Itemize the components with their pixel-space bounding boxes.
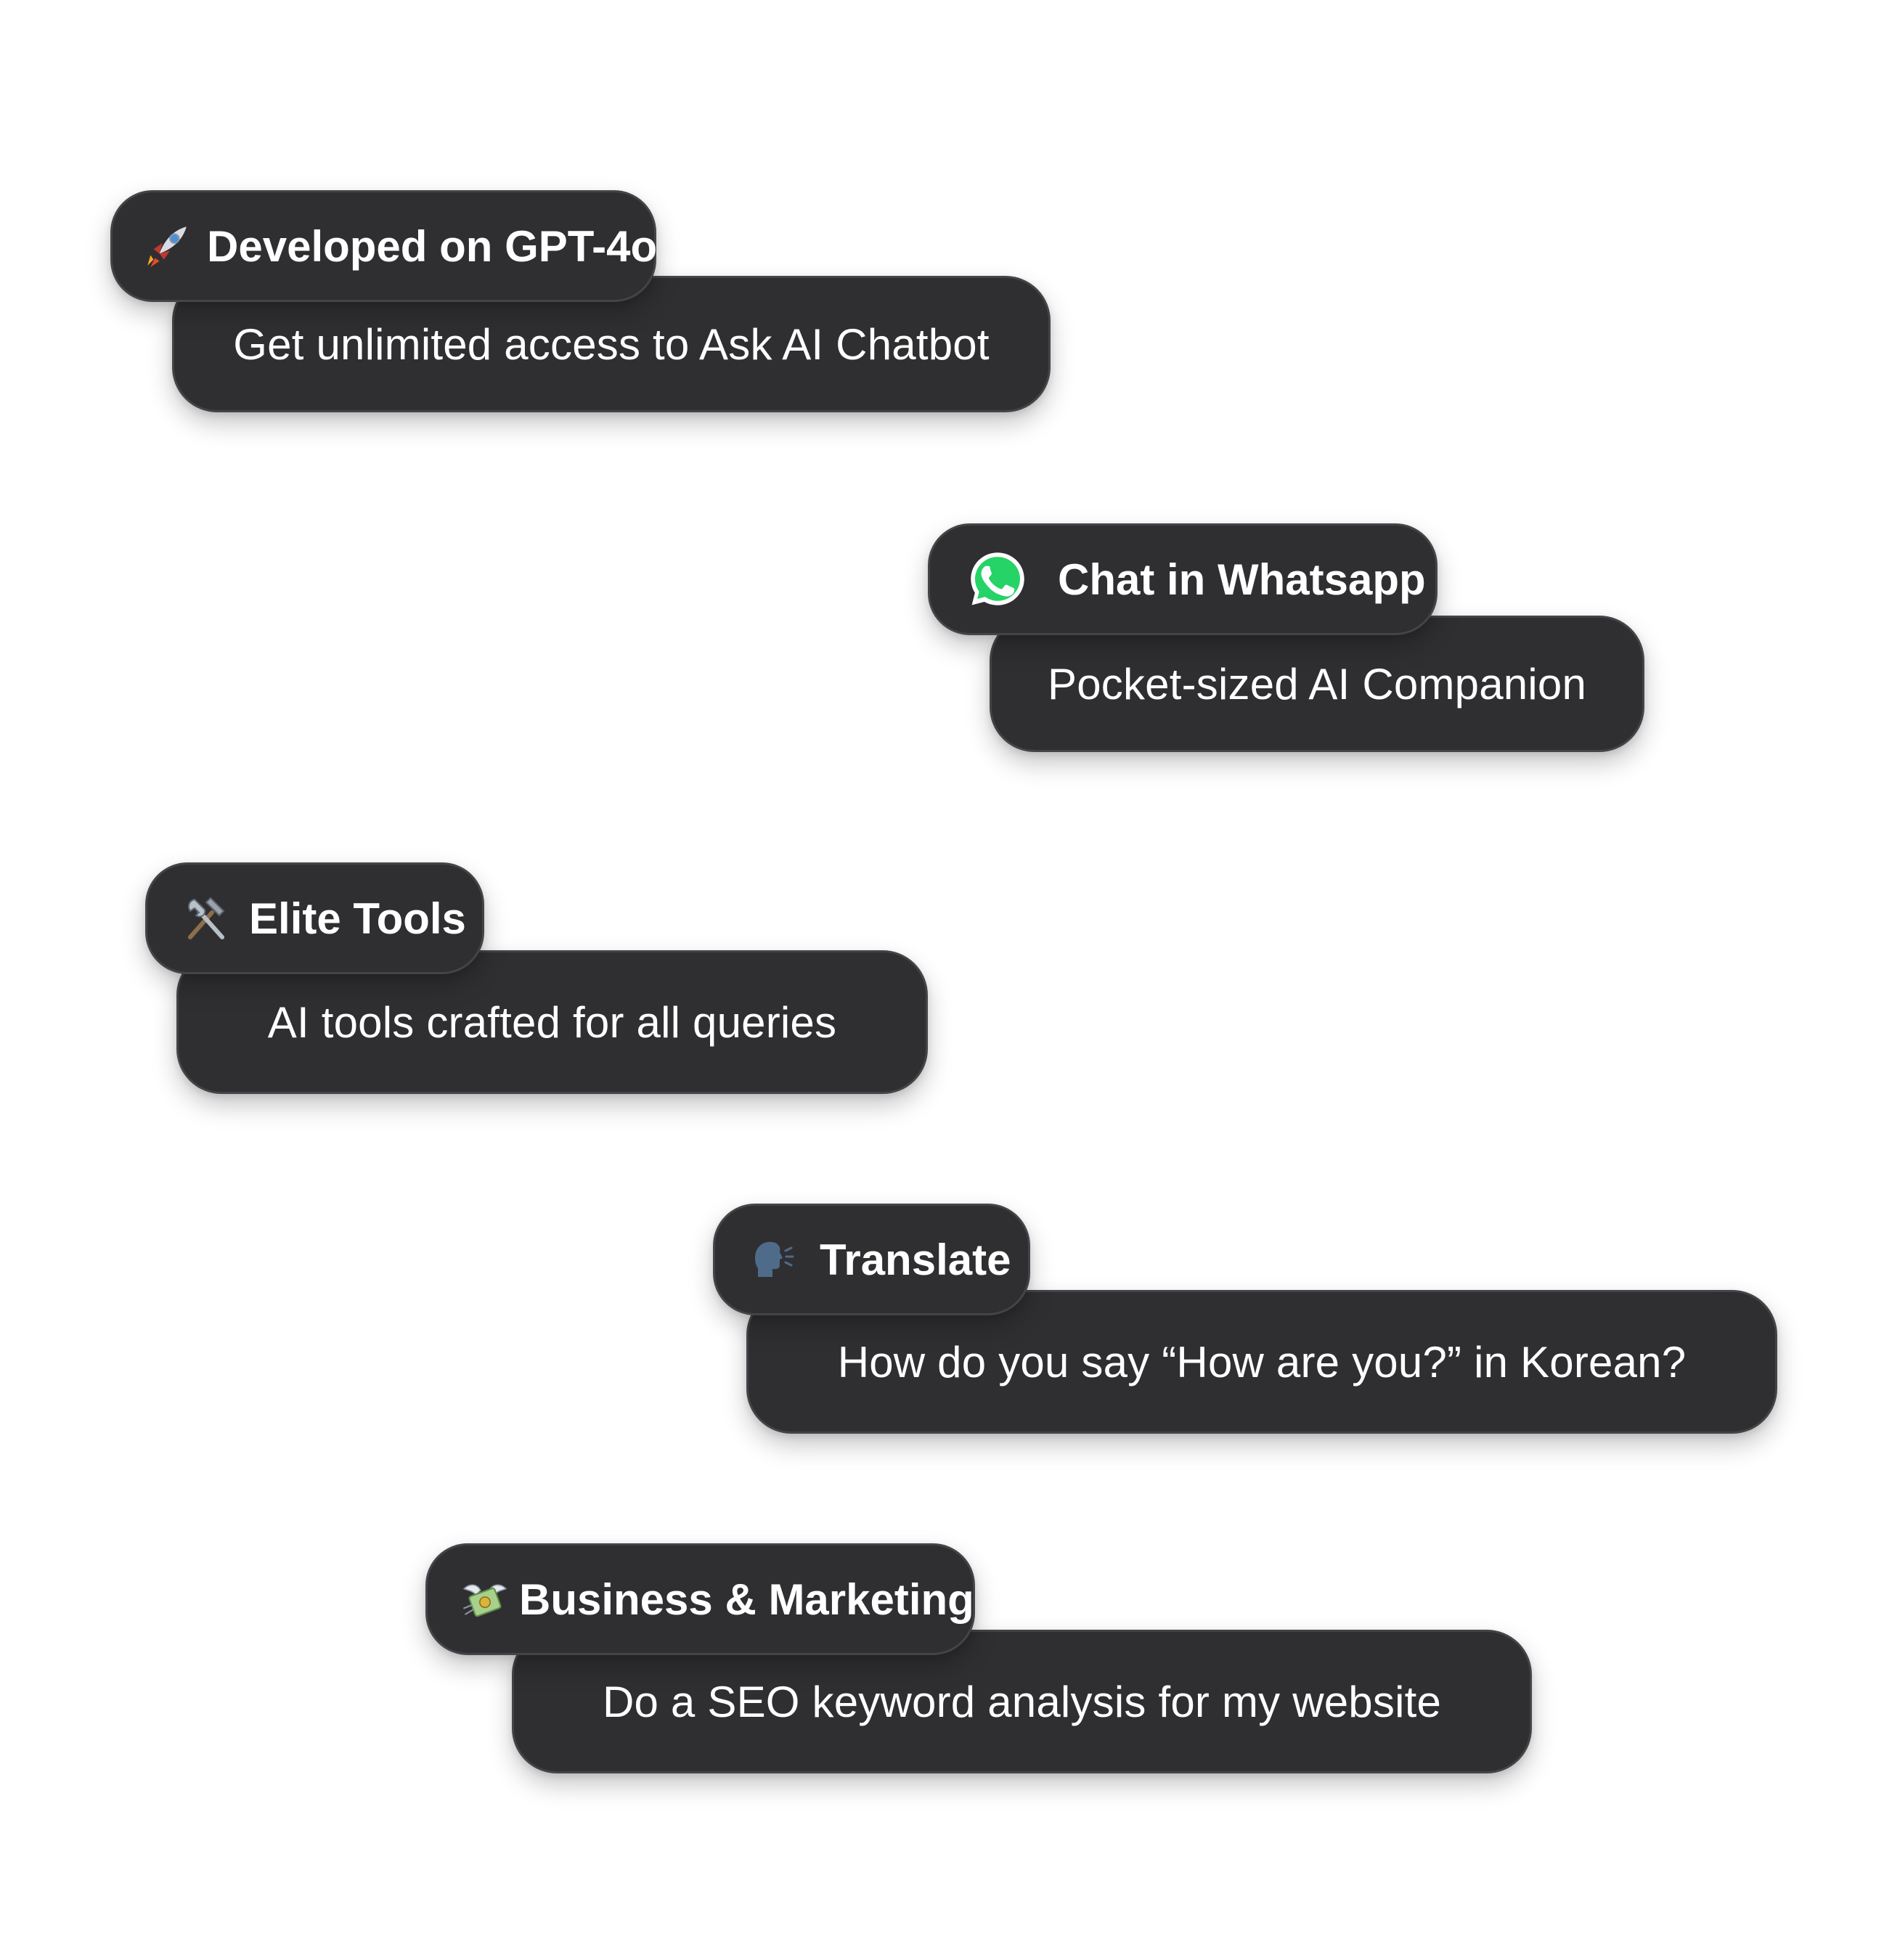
card-3-tag-label: Elite Tools bbox=[249, 894, 466, 943]
card-1-description-text: Get unlimited access to Ask AI Chatbot bbox=[233, 319, 990, 369]
card-2-description[interactable]: Pocket-sized AI Companion bbox=[990, 616, 1644, 752]
money-with-wings-icon bbox=[460, 1574, 510, 1625]
rocket-icon bbox=[142, 221, 192, 271]
card-5-description-text: Do a SEO keyword analysis for my website bbox=[602, 1677, 1442, 1726]
card-3-description[interactable]: AI tools crafted for all queries bbox=[176, 950, 928, 1094]
card-2-tag[interactable]: Chat in Whatsapp bbox=[928, 523, 1438, 635]
card-5-description[interactable]: Do a SEO keyword analysis for my website bbox=[512, 1630, 1532, 1773]
card-2-tag-label: Chat in Whatsapp bbox=[1058, 555, 1426, 604]
card-4-tag[interactable]: Translate bbox=[713, 1204, 1030, 1315]
whatsapp-icon bbox=[966, 548, 1029, 611]
hammer-and-wrench-icon bbox=[181, 893, 232, 944]
card-4-description-text: How do you say “How are you?” in Korean? bbox=[837, 1337, 1687, 1387]
card-4-tag-label: Translate bbox=[820, 1235, 1011, 1284]
card-5-tag-label: Business & Marketing bbox=[519, 1575, 974, 1624]
card-3-tag[interactable]: Elite Tools bbox=[145, 862, 484, 974]
card-5-tag[interactable]: Business & Marketing bbox=[425, 1543, 975, 1655]
card-2-description-text: Pocket-sized AI Companion bbox=[1047, 659, 1587, 709]
card-1-tag-label: Developed on GPT-4o bbox=[207, 221, 658, 271]
speaking-head-icon bbox=[747, 1234, 798, 1285]
card-1-tag[interactable]: Developed on GPT-4o bbox=[110, 190, 658, 302]
card-3-description-text: AI tools crafted for all queries bbox=[267, 997, 837, 1047]
